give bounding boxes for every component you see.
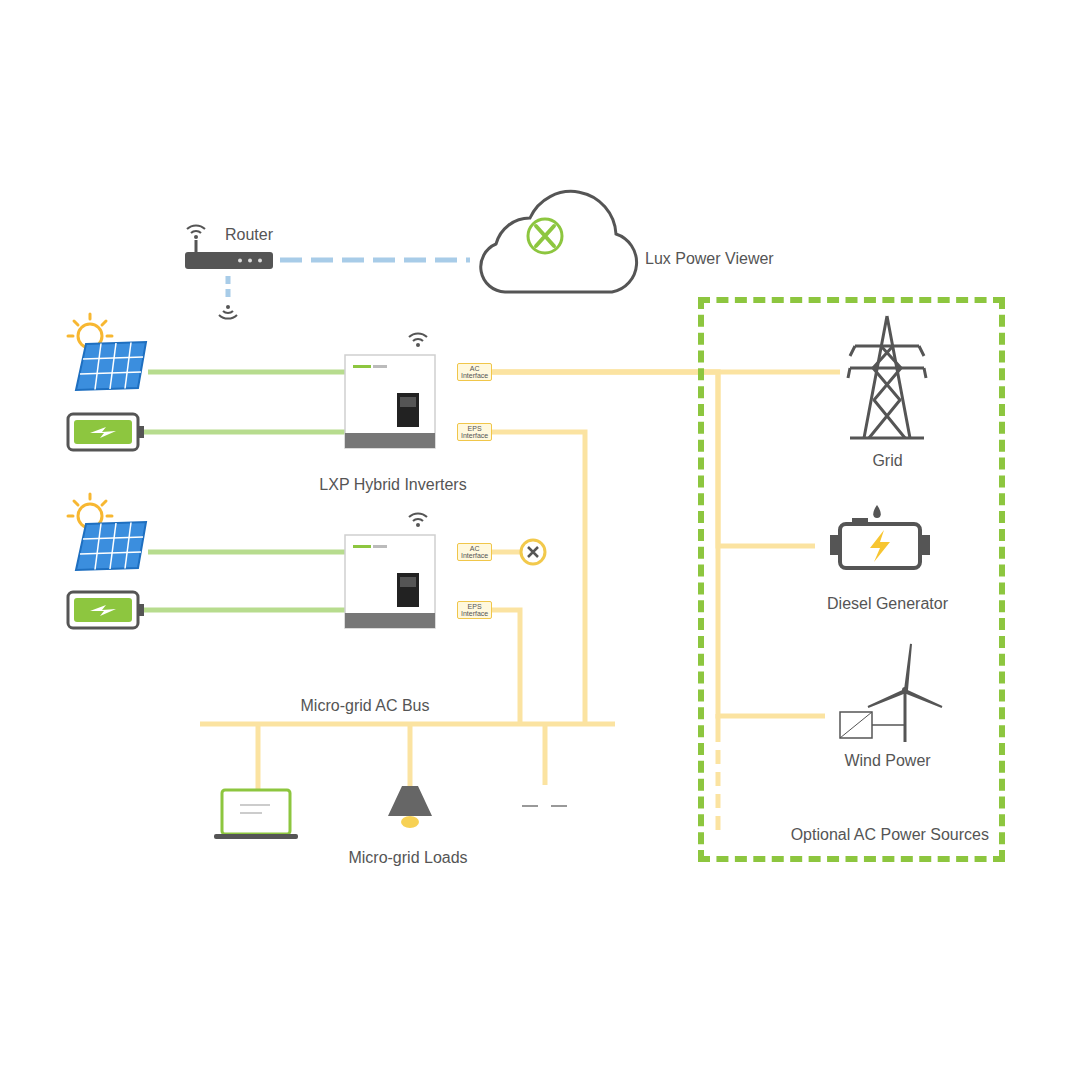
connector-line — [492, 372, 815, 546]
generator-icon-part — [830, 535, 840, 555]
laptop-icon-part — [240, 804, 270, 806]
wifi-icon — [409, 333, 427, 347]
generator-source: Diesel Generator — [815, 505, 960, 613]
ac-wires-part — [256, 724, 261, 790]
disconnected-mark-part — [521, 540, 545, 564]
solar-panel — [68, 314, 146, 390]
pylon-icon-part — [850, 346, 924, 368]
more-loads — [522, 805, 567, 807]
router-icon-part — [226, 276, 231, 298]
wifi-icon — [409, 513, 427, 527]
node-text: AC Interface — [461, 365, 488, 380]
label-text: Micro-grid AC Bus — [301, 697, 430, 715]
ac-wires-part — [484, 610, 520, 724]
cloud-icon-part — [528, 219, 562, 253]
node-text: Grid — [870, 452, 904, 470]
grid-source: Grid — [840, 305, 935, 470]
battery-icon — [68, 414, 144, 450]
inverter-unit — [345, 355, 435, 448]
cloud-icon-part — [536, 226, 554, 246]
wind-turbine-part — [868, 644, 942, 707]
label-text: Router — [225, 226, 273, 244]
cloud-icon — [481, 191, 637, 292]
interface-port: EPS Interface — [457, 423, 492, 442]
node-text: EPS Interface — [461, 425, 488, 440]
source-region: Optional AC Power Sources GridDiesel Gene… — [698, 297, 1005, 862]
connector-line — [492, 372, 825, 716]
pylon-icon-part — [869, 346, 905, 438]
dc-wires-part — [148, 370, 345, 375]
generator-icon-part — [920, 535, 930, 555]
dc-wires-part — [148, 550, 345, 555]
laptop-icon-part — [240, 812, 262, 814]
label-text: Lux Power Viewer — [645, 250, 774, 268]
node-text: Diesel Generator — [825, 595, 950, 613]
cloud-icon-part — [481, 191, 637, 292]
label-text: Micro-grid Loads — [348, 849, 467, 867]
battery-icon — [68, 592, 144, 628]
dc-wires-part — [142, 608, 345, 613]
laptop-icon-part — [222, 790, 290, 834]
wind-turbine-part — [840, 712, 872, 738]
router-icon — [185, 225, 273, 318]
dc-wires — [142, 372, 345, 610]
interface-port: EPS Interface — [457, 601, 492, 620]
wind-turbine-part — [840, 712, 872, 738]
pylon-icon-part — [850, 437, 924, 440]
inverter-unit — [345, 535, 435, 628]
wind-turbine-part — [902, 687, 908, 693]
pylon-icon-part — [864, 316, 910, 438]
wind-turbine-part — [872, 724, 905, 726]
ac-wires-part — [408, 724, 413, 786]
more-loads-part — [551, 805, 567, 807]
lamp-icon — [388, 786, 432, 828]
lamp-icon-part — [401, 816, 419, 828]
solar-panel — [68, 494, 146, 570]
interface-port: AC Interface — [457, 543, 492, 562]
node-text: Wind Power — [842, 752, 932, 770]
generator-icon-part — [840, 524, 920, 568]
disconnected-mark-part — [528, 547, 538, 557]
router-icon-part — [258, 259, 262, 263]
laptop-icon-part — [214, 834, 298, 839]
ac-wires-part — [716, 750, 721, 832]
dc-wires-part — [142, 430, 345, 435]
router-icon-part — [238, 259, 242, 263]
interface-port: AC Interface — [457, 363, 492, 382]
node-text: Optional AC Power Sources — [791, 826, 989, 844]
generator-icon-part — [873, 505, 881, 518]
generator-icon — [830, 505, 930, 568]
generator-icon-part — [870, 530, 890, 562]
router-icon-part-part — [219, 305, 237, 319]
router-icon-part — [187, 225, 205, 239]
ac-connector — [492, 372, 815, 546]
lamp-icon-part — [388, 786, 432, 816]
more-loads-part — [522, 805, 538, 807]
ac-wires-part — [543, 724, 548, 785]
wind-source: Wind Power — [825, 640, 950, 770]
network-link — [280, 258, 470, 263]
pylon-icon — [848, 316, 926, 438]
disconnected-mark — [521, 540, 545, 564]
ac-connector — [492, 372, 825, 716]
wind-turbine-part — [904, 690, 907, 742]
label-text: LXP Hybrid Inverters — [319, 476, 466, 494]
router-icon-part — [219, 305, 237, 319]
router-icon-part — [185, 252, 273, 269]
ac-wires — [200, 432, 718, 832]
router-icon-part — [195, 240, 198, 252]
generator-icon-part — [852, 518, 868, 524]
node-text: AC Interface — [461, 545, 488, 560]
laptop-icon — [214, 790, 298, 839]
router-icon-part — [248, 259, 252, 263]
node-text: EPS Interface — [461, 603, 488, 618]
ac-wires-part — [484, 432, 585, 724]
wind-turbine — [840, 644, 942, 742]
